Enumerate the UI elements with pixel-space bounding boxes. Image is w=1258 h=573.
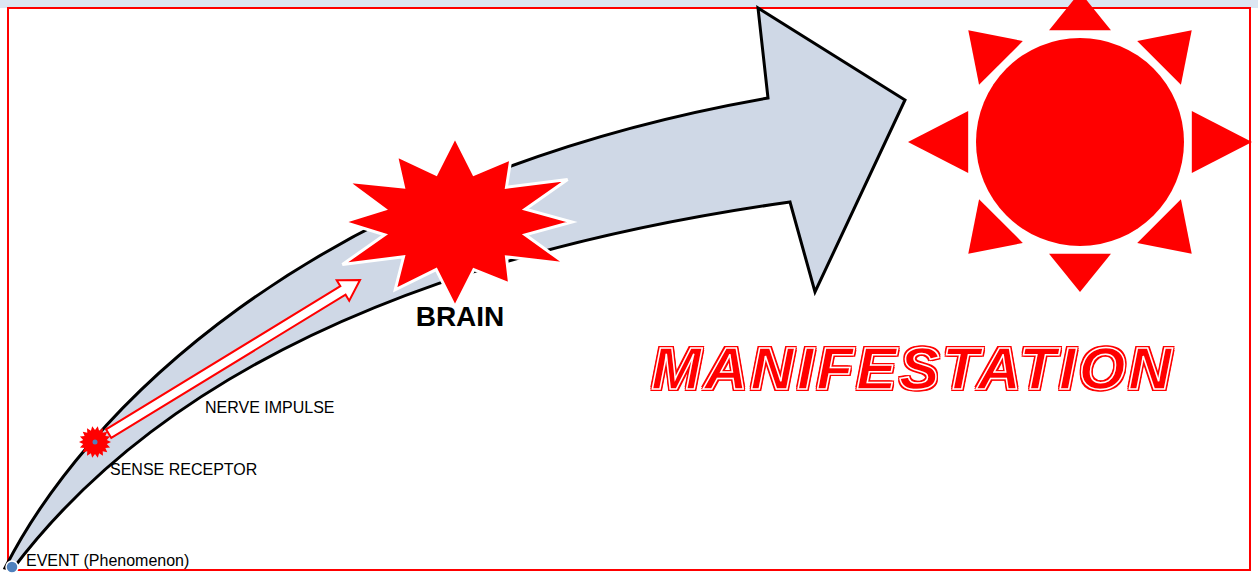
node-label: EVENT (Phenomenon) <box>26 552 246 570</box>
sun-ray <box>1137 199 1192 254</box>
impulse-arrow <box>106 280 360 438</box>
gear-node: SENSE RECEPTOR <box>79 426 111 458</box>
frame-border <box>8 8 1250 570</box>
receptor-symbol <box>79 426 111 458</box>
sun-ray <box>1192 111 1252 173</box>
sun-node: MANIFESTATION <box>905 0 1255 300</box>
sun-ray <box>1049 254 1111 292</box>
receptor-center <box>93 440 98 445</box>
star-shape <box>325 137 585 307</box>
event-dot <box>6 561 18 573</box>
dot-shape <box>6 561 18 573</box>
edge-label: NERVE IMPULSE <box>205 399 335 417</box>
sun-ray <box>1049 0 1111 30</box>
sun-ray <box>1137 30 1192 85</box>
brain-starburst <box>342 137 572 307</box>
node-label: SENSE RECEPTOR <box>110 461 330 479</box>
sun-ray <box>908 111 968 173</box>
title-word: MANIFESTATION <box>605 334 1221 403</box>
sun-disc <box>976 38 1184 246</box>
sun-ray <box>968 199 1023 254</box>
flow-arrow <box>5 8 905 570</box>
star-node: BRAIN <box>325 137 585 307</box>
sun-ray <box>968 30 1023 85</box>
sun-shape <box>905 0 1255 300</box>
node-label: BRAIN <box>325 301 595 333</box>
gear-shape <box>79 426 111 458</box>
dot-node: EVENT (Phenomenon) <box>6 561 18 573</box>
